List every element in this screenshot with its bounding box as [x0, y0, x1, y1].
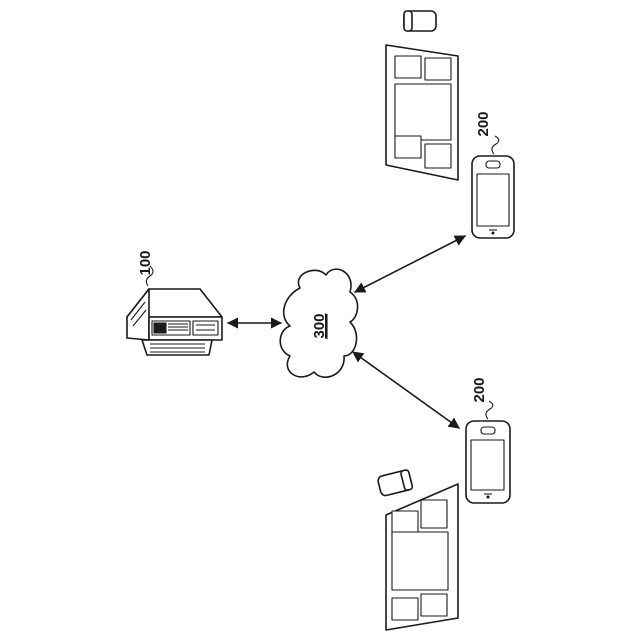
- arrow-network-terminal-top: [355, 236, 465, 292]
- network-ref-label: 300: [311, 313, 328, 338]
- card-reader-icon: [404, 11, 436, 31]
- server-icon: [127, 289, 222, 355]
- arrow-network-terminal-bottom: [353, 352, 459, 428]
- terminal-bottom-leader-line: [486, 401, 493, 419]
- terminal-bottom-ref-label: 200: [471, 377, 488, 402]
- printed-page-icon: [386, 484, 458, 630]
- card-reader-icon: [377, 469, 413, 496]
- smartphone-icon: [466, 421, 510, 503]
- smartphone-icon: [472, 156, 514, 238]
- printed-page-icon: [386, 45, 458, 180]
- terminal-top-ref-label: 200: [475, 111, 492, 136]
- server-ref-label: 100: [137, 250, 154, 275]
- terminal-top-leader-line: [492, 136, 499, 154]
